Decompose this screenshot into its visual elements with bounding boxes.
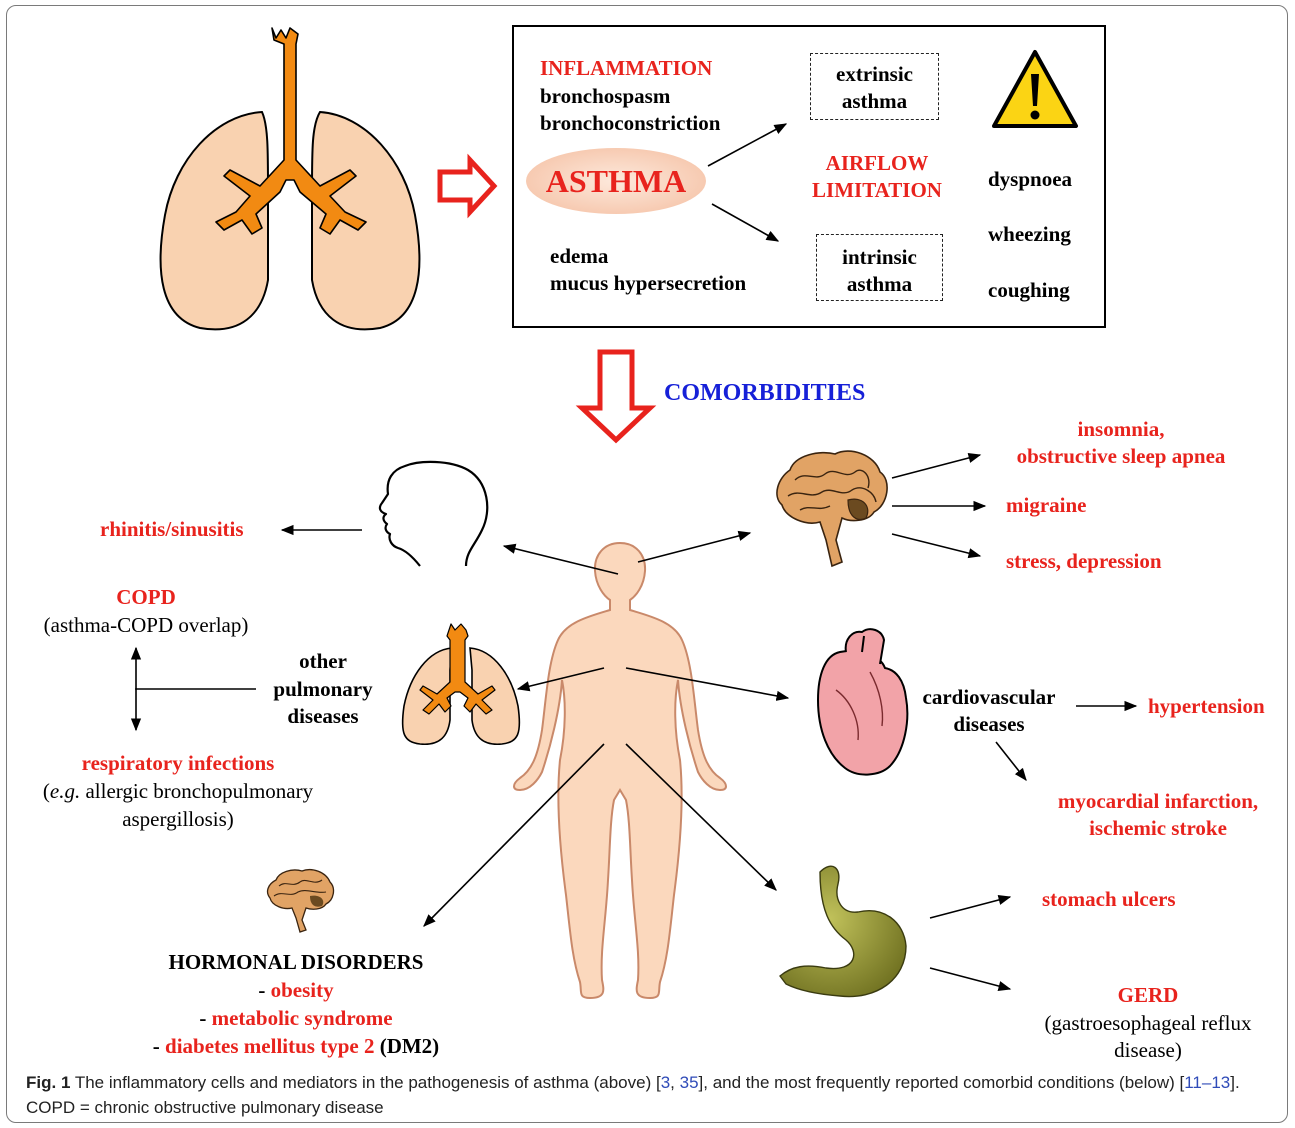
human-body-icon <box>514 543 726 998</box>
edema-label: edema <box>550 243 608 270</box>
asthma-label: ASTHMA <box>526 164 706 198</box>
gerd-detail-line1: (gastroesophageal reflux <box>1010 1010 1286 1037</box>
eg-text: e.g. <box>50 779 80 803</box>
intrinsic-asthma-label: asthma <box>816 271 943 298</box>
wheezing-label: wheezing <box>988 221 1071 248</box>
dash: - <box>153 1034 165 1058</box>
right-arrow <box>440 160 494 212</box>
resp-detail-text: allergic bronchopulmonary <box>80 779 313 803</box>
extrinsic-label: extrinsic <box>810 61 939 88</box>
lungs-icon-small <box>403 624 520 744</box>
cardio-diseases-label: diseases <box>906 711 1072 738</box>
head-icon <box>380 462 487 566</box>
resp-detail-line2: aspergillosis) <box>16 806 340 833</box>
figure-caption: Fig. 1 The inflammatory cells and mediat… <box>26 1070 1276 1120</box>
dash: - <box>199 1006 211 1030</box>
diabetes-label: diabetes mellitus type 2 <box>165 1034 374 1058</box>
metabolic-label: metabolic syndrome <box>212 1006 393 1030</box>
pulmonary-label: pulmonary <box>270 676 376 703</box>
other-label: other <box>270 648 376 675</box>
reference-link[interactable]: 35 <box>680 1073 699 1092</box>
extrinsic-asthma-label: asthma <box>810 88 939 115</box>
reference-link[interactable]: 3 <box>661 1073 670 1092</box>
coughing-label: coughing <box>988 277 1070 304</box>
caption-comma: , <box>670 1073 679 1092</box>
brain-icon <box>777 451 887 566</box>
insomnia-label: insomnia, <box>996 416 1246 443</box>
bronchospasm-label: bronchospasm <box>540 83 670 110</box>
myocardial-label: myocardial infarction, <box>1030 788 1286 815</box>
ulcers-label: stomach ulcers <box>1042 886 1176 913</box>
gerd-label: GERD <box>1030 982 1266 1009</box>
intrinsic-label: intrinsic <box>816 244 943 271</box>
inflammation-label: INFLAMMATION <box>540 55 712 82</box>
airflow-label: AIRFLOW <box>796 150 958 177</box>
dyspnoea-label: dyspnoea <box>988 166 1072 193</box>
rhinitis-label: rhinitis/sinusitis <box>100 516 244 543</box>
metabolic-line: - metabolic syndrome <box>128 1005 464 1032</box>
obesity-label: obesity <box>271 978 334 1002</box>
dm2-label: (DM2) <box>374 1034 439 1058</box>
mucus-label: mucus hypersecretion <box>550 270 746 297</box>
copd-label: COPD <box>30 584 262 611</box>
cardiovascular-label: cardiovascular <box>906 684 1072 711</box>
diabetes-line: - diabetes mellitus type 2 (DM2) <box>98 1033 494 1060</box>
caption-text-a: The inflammatory cells and mediators in … <box>70 1073 660 1092</box>
reference-link[interactable]: 11–13 <box>1184 1073 1230 1092</box>
respiratory-infections-label: respiratory infections <box>30 750 326 777</box>
stroke-label: ischemic stroke <box>1030 815 1286 842</box>
down-arrow <box>582 352 650 440</box>
stomach-icon <box>780 866 906 996</box>
obesity-line: - obesity <box>128 977 464 1004</box>
brain-icon-small <box>268 870 334 932</box>
heart-icon <box>818 629 907 774</box>
comorbidities-title: COMORBIDITIES <box>664 378 865 408</box>
gerd-detail-line2: disease) <box>1010 1037 1286 1064</box>
limitation-label: LIMITATION <box>796 177 958 204</box>
migraine-label: migraine <box>1006 492 1086 519</box>
stress-label: stress, depression <box>1006 548 1162 575</box>
bronchoconstriction-label: bronchoconstriction <box>540 110 720 137</box>
sleep-apnea-label: obstructive sleep apnea <box>996 443 1246 470</box>
dash: - <box>258 978 270 1002</box>
hormonal-title: HORMONAL DISORDERS <box>128 949 464 976</box>
hypertension-label: hypertension <box>1148 693 1265 720</box>
caption-label: Fig. 1 <box>26 1073 70 1092</box>
diseases-label: diseases <box>270 703 376 730</box>
resp-detail-line1: (e.g. allergic bronchopulmonary <box>16 778 340 805</box>
copd-overlap-label: (asthma-COPD overlap) <box>20 612 272 639</box>
caption-text-b: ], and the most frequently reported como… <box>699 1073 1185 1092</box>
lungs-icon <box>161 28 420 329</box>
